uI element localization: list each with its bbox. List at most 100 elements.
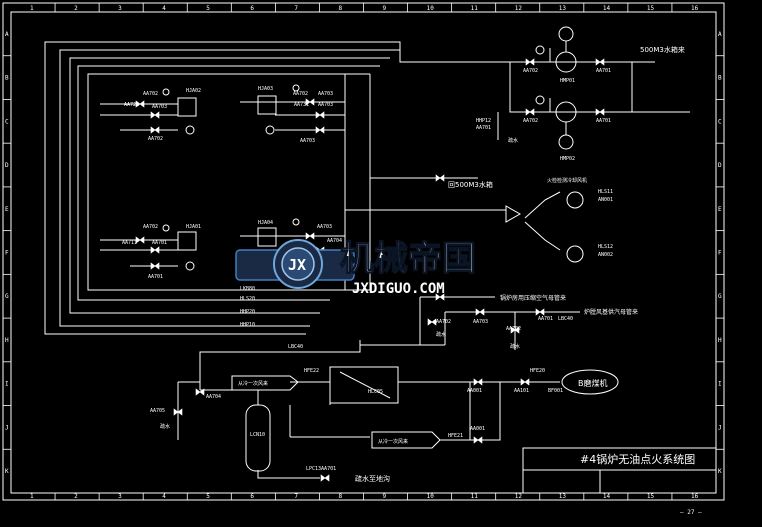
column-label: 14 <box>603 493 611 500</box>
label-aa702: AA702 <box>293 91 308 97</box>
row-label: E <box>5 206 9 213</box>
label-aa703: AA703 <box>318 102 333 108</box>
valves <box>135 58 605 482</box>
pressure-gauge-icon <box>535 45 545 55</box>
valve-icon <box>150 246 160 254</box>
row-label: H <box>5 337 9 344</box>
watermark-emblem-text: JX <box>288 256 306 274</box>
column-label: 12 <box>515 5 523 12</box>
column-label: 8 <box>338 5 342 12</box>
label-lbc40: LBC40 <box>558 316 573 322</box>
label-aa701-v: AA701 <box>476 125 491 131</box>
coal-mill-icon <box>561 369 619 395</box>
row-label: C <box>718 118 722 125</box>
fan-damper-icon <box>505 205 522 223</box>
row-label: I <box>718 381 722 388</box>
label-lbc40: LBC40 <box>288 344 303 350</box>
label-an002: AN002 <box>598 252 613 258</box>
label-return-500: 回500M3水箱 <box>448 180 493 189</box>
label-aa702: AA702 <box>506 326 521 332</box>
column-label: 5 <box>206 5 210 12</box>
valve-icon <box>150 126 160 134</box>
label-aux-steam: 炉膛风基供汽母管来 <box>584 308 638 316</box>
label-aa704: AA704 <box>206 394 221 400</box>
label-aa701: AA701 <box>538 316 553 322</box>
row-label: H <box>718 337 722 344</box>
label-coal-mill: B磨煤机 <box>578 378 608 388</box>
label-hls12: HLS12 <box>598 244 613 250</box>
row-label: F <box>718 250 722 257</box>
valve-icon <box>595 108 605 116</box>
heater-hlc05 <box>329 366 399 404</box>
row-label: D <box>718 162 722 169</box>
label-hhp10: HHP10 <box>240 322 255 328</box>
column-label: 15 <box>647 493 655 500</box>
gauge-icon <box>292 218 300 226</box>
label-primary-air-2: 从冷一次风来 <box>378 438 408 445</box>
label-hhp20: HHP20 <box>240 309 255 315</box>
label-aa704: AA704 <box>327 238 342 244</box>
label-aa701: AA701 <box>148 274 163 280</box>
label-aa703: AA703 <box>152 104 167 110</box>
valve-icon <box>435 174 445 182</box>
label-aa702: AA702 <box>143 224 158 230</box>
label-aa703: AA703 <box>318 91 333 97</box>
column-label: 13 <box>559 493 567 500</box>
label-high-side-fan: 火检检测冷却风机 <box>547 177 587 184</box>
valve-icon <box>305 232 315 240</box>
label-drain-pit: 疏水至地沟 <box>355 474 390 483</box>
label-aa702: AA702 <box>523 118 538 124</box>
column-label: 10 <box>427 5 435 12</box>
label-aa702: AA702 <box>436 319 451 325</box>
gauge-icon <box>292 84 300 92</box>
pipe-loops <box>44 41 690 479</box>
label-tank-500: 500M3水箱来 <box>640 45 685 54</box>
label-aa702: AA702 <box>523 68 538 74</box>
label-bf001: BF001 <box>548 388 563 394</box>
label-lcn10: LCN10 <box>250 432 265 438</box>
valve-icon <box>427 318 437 326</box>
label-hhp12: HHP12 <box>476 118 491 124</box>
label-aa701: AA701 <box>596 68 611 74</box>
label-hfe22: HFE22 <box>304 368 319 374</box>
column-label: 8 <box>338 493 342 500</box>
label-aa001: AA001 <box>470 426 485 432</box>
label-aa721: AA721 <box>124 102 139 108</box>
gauge-icon <box>162 224 170 232</box>
column-label: 11 <box>471 5 479 12</box>
column-label: 11 <box>471 493 479 500</box>
air-inlet-tag <box>231 375 299 391</box>
valve-icon <box>320 474 330 482</box>
row-label: G <box>718 293 722 300</box>
valve-icon <box>473 436 483 444</box>
label-aa731: AA731 <box>294 102 309 108</box>
gauge-icon <box>162 88 170 96</box>
label-aa701: AA701 <box>596 118 611 124</box>
label-hfe20: HFE20 <box>530 368 545 374</box>
valve-icon <box>435 293 445 301</box>
label-hja02: HJA02 <box>186 88 201 94</box>
row-label: K <box>718 468 722 475</box>
column-label: 3 <box>118 5 122 12</box>
label-compressed-air: 锅炉房用压缩空气母管来 <box>500 294 566 302</box>
valve-icon <box>135 236 145 244</box>
column-label: 9 <box>383 493 387 500</box>
row-label: D <box>5 162 9 169</box>
valve-icon <box>195 388 205 396</box>
label-drain: 疏水 <box>508 137 518 144</box>
label-aa705: AA705 <box>150 408 165 414</box>
drawing-title: #4锅炉无油点火系统图 <box>580 452 695 466</box>
label-aa711: AA711 <box>122 240 137 246</box>
valve-icon <box>520 378 530 386</box>
column-label: 6 <box>250 5 254 12</box>
valve-icon <box>525 108 535 116</box>
column-label: 4 <box>162 493 166 500</box>
label-aa702: AA702 <box>148 136 163 142</box>
valve-icon <box>475 308 485 316</box>
label-aa001: AA001 <box>467 388 482 394</box>
column-label: 15 <box>647 5 655 12</box>
row-label: A <box>5 31 9 38</box>
